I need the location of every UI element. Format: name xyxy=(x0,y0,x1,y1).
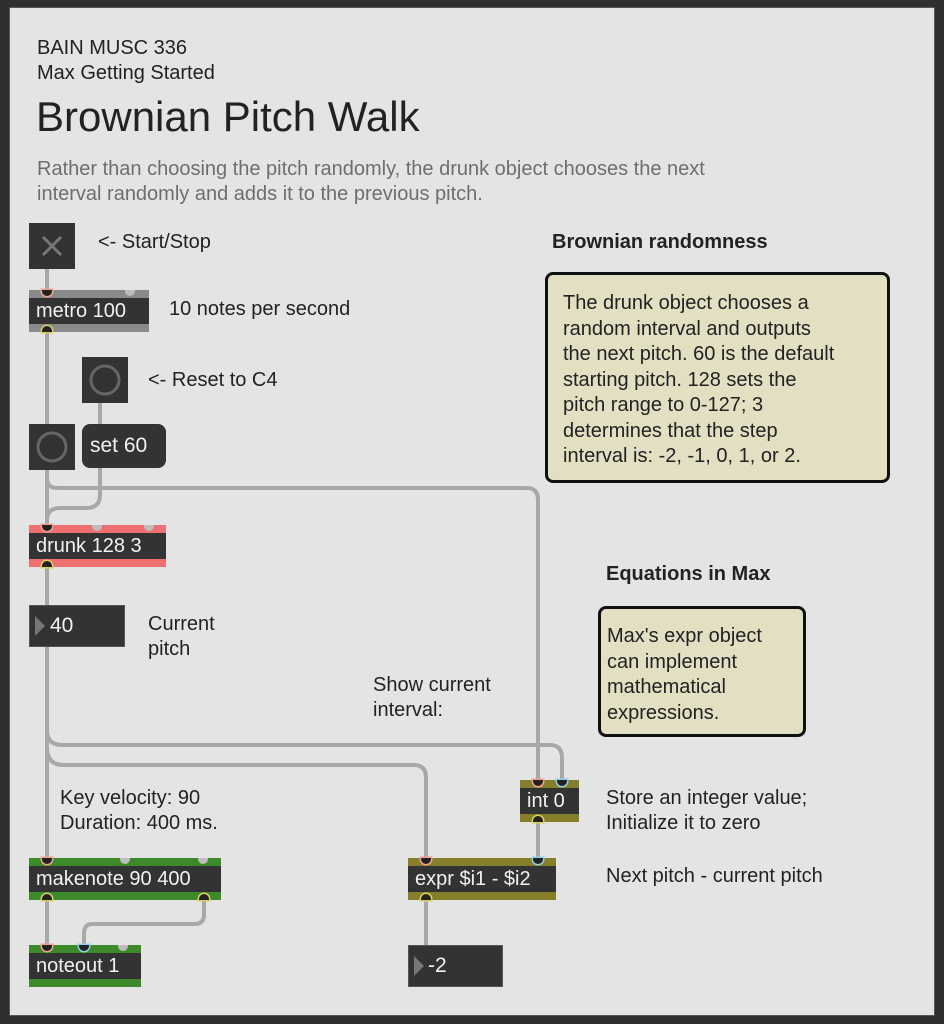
bang-icon xyxy=(89,364,121,396)
current-pitch-number[interactable]: 40 xyxy=(29,605,125,647)
brownian-line: the next pitch. 60 is the default xyxy=(563,343,835,365)
equations-line: Max's expr object xyxy=(607,625,762,647)
reset-comment: <- Reset to C4 xyxy=(148,369,278,391)
start-stop-toggle[interactable] xyxy=(29,223,75,269)
makenote-label: makenote 90 400 xyxy=(36,868,191,890)
current-pitch-comment-2: pitch xyxy=(148,638,191,660)
number-arrow-icon xyxy=(414,956,424,976)
expr-label: expr $i1 - $i2 xyxy=(415,868,531,890)
reset-button[interactable] xyxy=(82,357,128,403)
metro-object[interactable]: metro 100 xyxy=(29,290,149,332)
brownian-line: determines that the step xyxy=(563,419,778,442)
expr-comment: Next pitch - current pitch xyxy=(606,865,823,887)
brownian-line: starting pitch. 128 sets the xyxy=(563,368,797,391)
int-comment-1: Store an integer value; xyxy=(606,787,808,809)
velocity-comment-2: Duration: 400 ms. xyxy=(60,812,218,834)
brownian-line: pitch range to 0-127; 3 xyxy=(563,394,764,416)
brownian-line: random interval and outputs xyxy=(563,317,811,340)
int-object[interactable]: int 0 xyxy=(520,780,579,822)
brownian-comment-box: The drunk object chooses a random interv… xyxy=(545,272,890,483)
number-arrow-icon xyxy=(35,616,45,636)
equations-line: expressions. xyxy=(607,701,720,724)
bang-icon xyxy=(36,431,68,463)
noteout-label: noteout 1 xyxy=(36,955,120,977)
brownian-line: interval is: -2, -1, 0, 1, or 2. xyxy=(563,445,801,467)
description-line-2: interval randomly and adds it to the pre… xyxy=(37,183,483,205)
brownian-heading: Brownian randomness xyxy=(552,231,768,253)
course-label: BAIN MUSC 336 xyxy=(37,37,188,59)
page-title: Brownian Pitch Walk xyxy=(36,93,420,140)
expr-object[interactable]: expr $i1 - $i2 xyxy=(408,858,556,900)
noteout-object[interactable]: noteout 1 xyxy=(29,945,141,987)
interval-value: -2 xyxy=(428,954,447,977)
makenote-object[interactable]: makenote 90 400 xyxy=(29,858,221,900)
bang-button[interactable] xyxy=(29,424,75,470)
metro-label: metro 100 xyxy=(36,300,127,322)
int-comment-2: Initialize it to zero xyxy=(606,812,761,834)
metro-comment: 10 notes per second xyxy=(169,298,351,320)
equations-line: can implement xyxy=(607,650,738,673)
interval-comment-2: interval: xyxy=(373,699,444,721)
drunk-object[interactable]: drunk 128 3 xyxy=(29,525,166,567)
int-label: int 0 xyxy=(527,790,565,812)
subtitle-label: Max Getting Started xyxy=(37,62,215,84)
start-stop-comment: <- Start/Stop xyxy=(98,231,211,253)
interval-number[interactable]: -2 xyxy=(408,945,503,987)
equations-heading: Equations in Max xyxy=(606,563,771,585)
set-60-message[interactable]: set 60 xyxy=(82,424,166,468)
equations-line: mathematical xyxy=(607,676,726,698)
x-toggle-icon xyxy=(41,235,63,257)
drunk-label: drunk 128 3 xyxy=(36,535,142,557)
velocity-comment-1: Key velocity: 90 xyxy=(60,787,201,809)
current-pitch-comment-1: Current xyxy=(148,613,215,635)
interval-comment-1: Show current xyxy=(373,674,491,696)
current-pitch-value: 40 xyxy=(50,614,74,637)
description-line-1: Rather than choosing the pitch randomly,… xyxy=(37,158,705,180)
brownian-line: The drunk object chooses a xyxy=(563,292,809,314)
equations-comment-box: Max's expr object can implement mathemat… xyxy=(598,606,806,737)
